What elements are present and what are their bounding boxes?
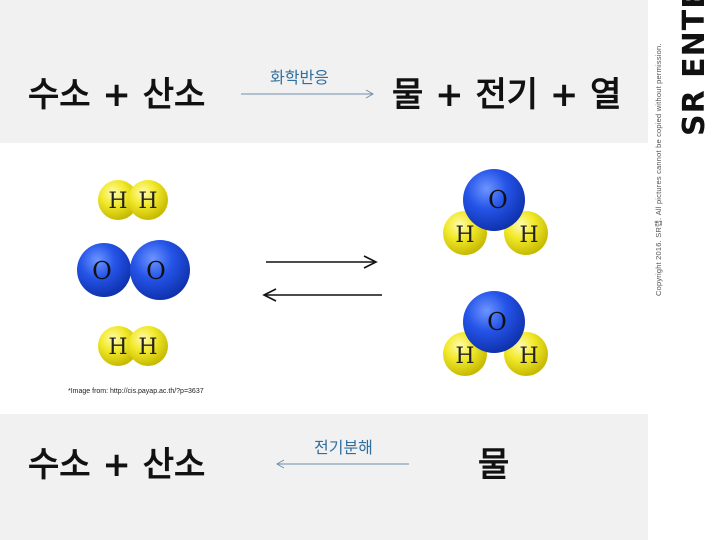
hydrogen-atom (128, 326, 168, 366)
hydrogen-molecule-top: H H (98, 180, 168, 220)
water-molecule-top: O H H (443, 169, 548, 255)
top-equation-products: 물 + 전기 + 열 (392, 75, 622, 115)
bottom-arrow-label: 전기분해 (314, 438, 373, 457)
top-equation-reactants: 수소 + 산소 (28, 75, 206, 115)
atom-label-h: H (455, 344, 474, 369)
equilibrium-arrows (262, 255, 382, 302)
atom-label-h: H (455, 223, 474, 248)
oxygen-atom (463, 169, 525, 231)
atom-label-o: O (146, 257, 166, 285)
atom-label-o: O (488, 186, 508, 214)
hydrogen-atom (128, 180, 168, 220)
brand-logo: SR ENTER (677, 0, 712, 136)
atom-label-o: O (92, 257, 112, 285)
image-credit: *Image from: http://cis.payap.ac.th/?p=3… (68, 388, 204, 395)
hydrogen-atom (98, 326, 138, 366)
atom-label-h: H (138, 189, 157, 214)
right-sidebar (648, 0, 720, 540)
atom-label-h: H (519, 223, 538, 248)
copyright-notice: Copyright 2016. SR랩. All pictures cannot… (654, 43, 663, 296)
atom-label-h: H (519, 344, 538, 369)
bottom-equation-band (0, 414, 648, 540)
atom-label-h: H (108, 189, 127, 214)
oxygen-atom (130, 240, 190, 300)
top-arrow-label: 화학반응 (270, 68, 329, 87)
bottom-equation-reactants: 수소 + 산소 (28, 445, 206, 485)
oxygen-atom (463, 291, 525, 353)
atom-label-h: H (138, 335, 157, 360)
top-forward-arrow (241, 89, 375, 99)
bottom-equation-product: 물 (478, 445, 510, 485)
oxygen-molecule: O O (77, 240, 190, 300)
hydrogen-atom (98, 180, 138, 220)
molecule-illustration: H H O O H H O H H O H H (77, 169, 548, 376)
water-molecule-bottom: O H H (443, 291, 548, 376)
atom-label-o: O (487, 308, 507, 336)
atom-label-h: H (108, 335, 127, 360)
oxygen-atom (77, 243, 131, 297)
bottom-reverse-arrow (275, 459, 409, 469)
top-equation-band (0, 0, 648, 143)
hydrogen-molecule-bottom: H H (98, 326, 168, 366)
